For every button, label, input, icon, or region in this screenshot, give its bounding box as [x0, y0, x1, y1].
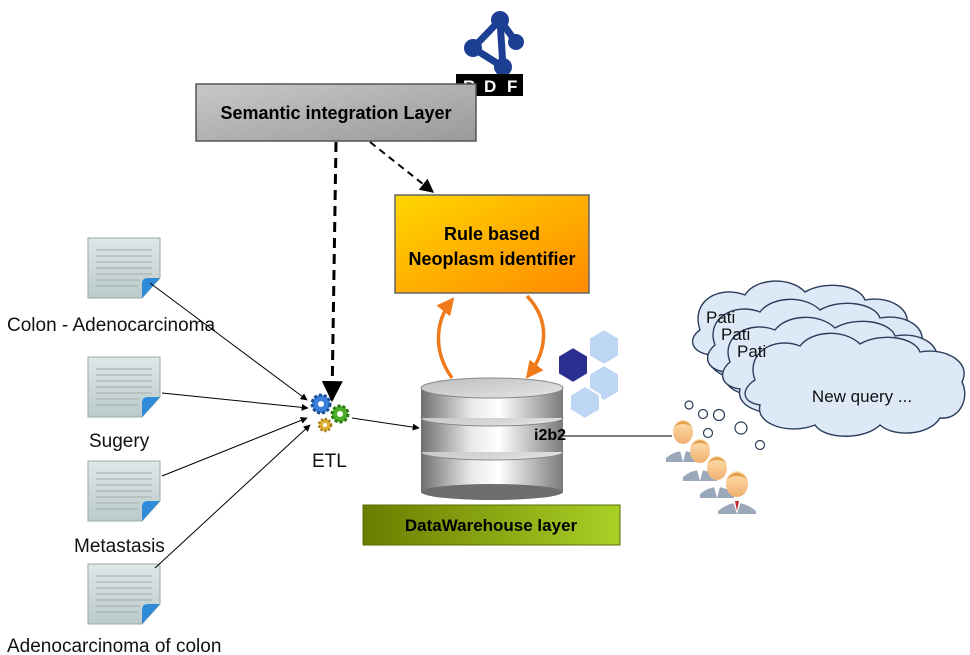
i2b2-logo-icon [557, 327, 620, 421]
document-label-1: Colon - Adenocarcinoma [7, 315, 215, 336]
arrow-etl-to-datawarehouse [351, 417, 420, 431]
rule-based-box [394, 194, 590, 294]
user-avatar-4 [718, 471, 756, 514]
document-icon-4 [87, 563, 161, 625]
user-avatar-3 [700, 456, 734, 498]
arrow-doc2-to-etl [161, 392, 309, 411]
dashed-arrow-semantic-to-rule [369, 141, 435, 193]
i2b2-label: i2b2 [534, 427, 566, 444]
document-icon-3 [87, 460, 161, 522]
datawarehouse-label: DataWarehouse layer [405, 516, 578, 535]
document-label-3: Metastasis [74, 536, 165, 557]
document-icon-1 [87, 237, 161, 299]
document-label-4: Adenocarcinoma of colon [7, 636, 221, 655]
semantic-integration-label: Semantic integration Layer [220, 103, 451, 123]
cloud-back-texts: Pati Pati Pati [706, 308, 766, 361]
arrow-doc3-to-etl [161, 417, 308, 477]
database-cylinder-icon [420, 377, 564, 500]
cloud-back-text-1: Pati [706, 308, 735, 327]
datawarehouse-box [362, 504, 621, 546]
query-clouds [691, 280, 966, 437]
cloud-front [744, 332, 966, 437]
arrow-doc4-to-etl [154, 424, 311, 569]
document-icon-2 [87, 356, 161, 418]
rdf-letter-d: D [484, 77, 496, 96]
datawarehouse-layer: DataWarehouse layer [362, 504, 621, 546]
rule-box-line1: Rule based [444, 224, 540, 244]
thought-bubbles [684, 400, 766, 451]
rule-based-neoplasm-identifier: Rule based Neoplasm identifier [394, 194, 590, 294]
rdf-logo: R D F [456, 11, 524, 96]
cloud-query-text: New query ... [812, 387, 912, 406]
etl-gears-icon [310, 393, 350, 433]
user-avatars [666, 420, 756, 514]
cloud-back-text-2: Pati [721, 325, 750, 344]
semantic-integration-box [195, 83, 477, 142]
arrow-doc1-to-etl [149, 282, 308, 401]
orange-arrow-dw-to-rule [436, 297, 455, 380]
semantic-integration-layer: Semantic integration Layer [195, 83, 477, 142]
document-label-2: Sugery [89, 431, 150, 452]
cloud-back-text-3: Pati [737, 342, 766, 361]
rule-box-line2: Neoplasm identifier [408, 249, 575, 269]
orange-arrow-rule-to-dw [525, 294, 546, 379]
dashed-arrow-semantic-to-etl [321, 141, 343, 403]
rdf-letter-f: F [507, 77, 517, 96]
etl-label: ETL [312, 451, 347, 472]
